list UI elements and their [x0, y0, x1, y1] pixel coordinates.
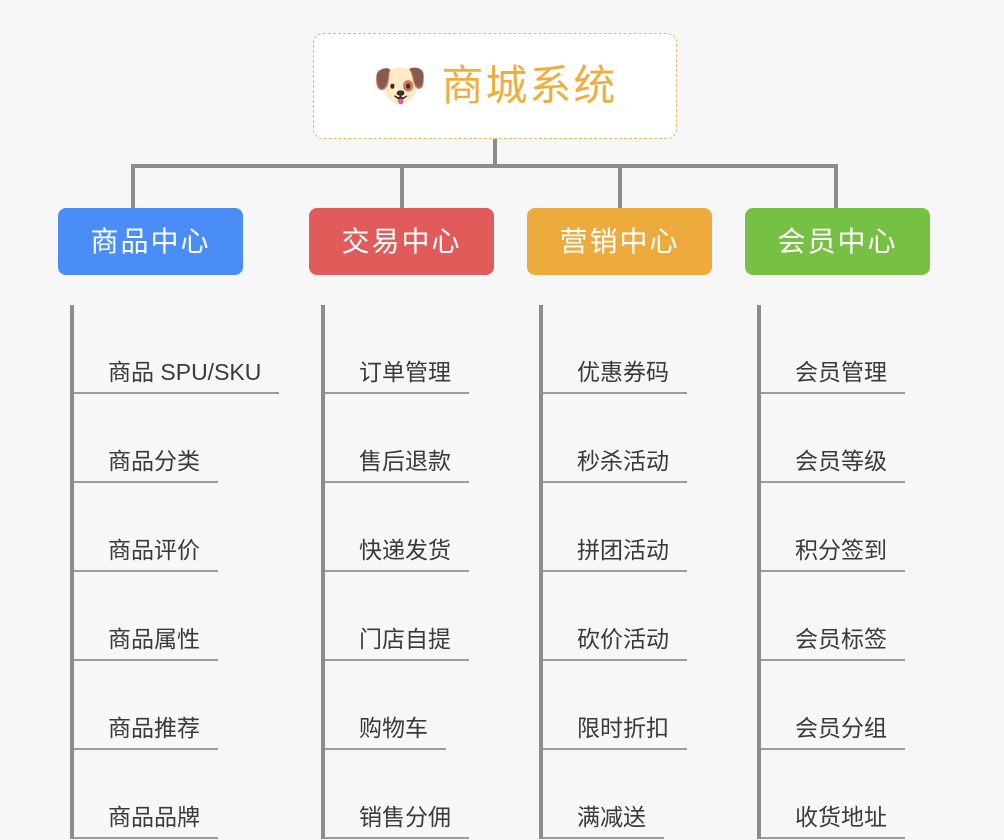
list-item[interactable]: 购物车 — [325, 661, 469, 750]
list-item[interactable]: 满减送 — [543, 750, 687, 839]
list-item[interactable]: 砍价活动 — [543, 572, 687, 661]
list-item[interactable]: 会员分组 — [761, 661, 905, 750]
item-label: 限时折扣 — [543, 717, 687, 750]
item-label: 订单管理 — [325, 361, 469, 394]
item-list-2: 订单管理 售后退款 快递发货 门店自提 购物车 销售分佣 — [321, 305, 469, 839]
list-item[interactable]: 会员管理 — [761, 305, 905, 394]
list-item[interactable]: 限时折扣 — [543, 661, 687, 750]
item-label: 砍价活动 — [543, 628, 687, 661]
item-label: 快递发货 — [325, 539, 469, 572]
item-label: 门店自提 — [325, 628, 469, 661]
item-list-1: 商品 SPU/SKU 商品分类 商品评价 商品属性 商品推荐 商品品牌 — [70, 305, 280, 839]
list-item[interactable]: 秒杀活动 — [543, 394, 687, 483]
list-item[interactable]: 订单管理 — [325, 305, 469, 394]
connector-branch-3 — [618, 164, 622, 210]
list-item[interactable]: 优惠券码 — [543, 305, 687, 394]
category-header-2[interactable]: 交易中心 — [309, 208, 494, 275]
list-item[interactable]: 销售分佣 — [325, 750, 469, 839]
root-title-card: 🐶 商城系统 — [313, 33, 677, 139]
list-item[interactable]: 拼团活动 — [543, 483, 687, 572]
item-label: 满减送 — [543, 806, 664, 839]
item-list-3: 优惠券码 秒杀活动 拼团活动 砍价活动 限时折扣 满减送 — [539, 305, 687, 839]
list-item[interactable]: 商品属性 — [74, 572, 279, 661]
connector-horizontal-bus — [131, 164, 838, 168]
connector-branch-2 — [400, 164, 404, 210]
column-会员中心: 会员中心 会员管理 会员等级 积分签到 会员标签 会员分组 收货地址 — [745, 208, 930, 839]
list-item[interactable]: 售后退款 — [325, 394, 469, 483]
list-item[interactable]: 商品评价 — [74, 483, 279, 572]
item-list-4: 会员管理 会员等级 积分签到 会员标签 会员分组 收货地址 — [757, 305, 905, 839]
item-label: 积分签到 — [761, 539, 905, 572]
shiba-dog-icon: 🐶 — [372, 61, 428, 110]
list-item[interactable]: 会员等级 — [761, 394, 905, 483]
category-label-1: 商品中心 — [90, 225, 211, 257]
connector-branch-4 — [834, 164, 838, 210]
item-label: 购物车 — [325, 717, 446, 750]
column-商品中心: 商品中心 商品 SPU/SKU 商品分类 商品评价 商品属性 商品推荐 商品品牌 — [58, 208, 280, 839]
list-item[interactable]: 商品推荐 — [74, 661, 279, 750]
item-label: 优惠券码 — [543, 361, 687, 394]
list-item[interactable]: 积分签到 — [761, 483, 905, 572]
item-label: 会员标签 — [761, 628, 905, 661]
category-label-2: 交易中心 — [341, 225, 462, 257]
category-label-3: 营销中心 — [559, 225, 680, 257]
category-header-1[interactable]: 商品中心 — [58, 208, 243, 275]
list-item[interactable]: 快递发货 — [325, 483, 469, 572]
item-label: 商品 SPU/SKU — [74, 361, 280, 394]
category-header-3[interactable]: 营销中心 — [527, 208, 712, 275]
item-label: 会员管理 — [761, 361, 905, 394]
list-item[interactable]: 门店自提 — [325, 572, 469, 661]
item-label: 会员分组 — [761, 717, 905, 750]
item-label: 会员等级 — [761, 450, 905, 483]
item-label: 收货地址 — [761, 806, 905, 839]
item-label: 商品品牌 — [74, 806, 218, 839]
list-item[interactable]: 商品 SPU/SKU — [74, 305, 280, 394]
item-label: 商品属性 — [74, 628, 218, 661]
item-label: 售后退款 — [325, 450, 469, 483]
list-item[interactable]: 收货地址 — [761, 750, 905, 839]
item-label: 秒杀活动 — [543, 450, 687, 483]
item-label: 销售分佣 — [325, 806, 469, 839]
item-label: 商品分类 — [74, 450, 218, 483]
list-item[interactable]: 商品分类 — [74, 394, 279, 483]
list-item[interactable]: 会员标签 — [761, 572, 905, 661]
connector-root-stem — [493, 139, 497, 166]
column-交易中心: 交易中心 订单管理 售后退款 快递发货 门店自提 购物车 销售分佣 — [309, 208, 494, 839]
category-label-4: 会员中心 — [777, 225, 898, 257]
page-title: 商城系统 — [441, 62, 618, 109]
item-label: 拼团活动 — [543, 539, 687, 572]
list-item[interactable]: 商品品牌 — [74, 750, 279, 839]
column-营销中心: 营销中心 优惠券码 秒杀活动 拼团活动 砍价活动 限时折扣 满减送 — [527, 208, 712, 839]
connector-branch-1 — [131, 164, 135, 210]
category-header-4[interactable]: 会员中心 — [745, 208, 930, 275]
item-label: 商品评价 — [74, 539, 218, 572]
item-label: 商品推荐 — [74, 717, 218, 750]
